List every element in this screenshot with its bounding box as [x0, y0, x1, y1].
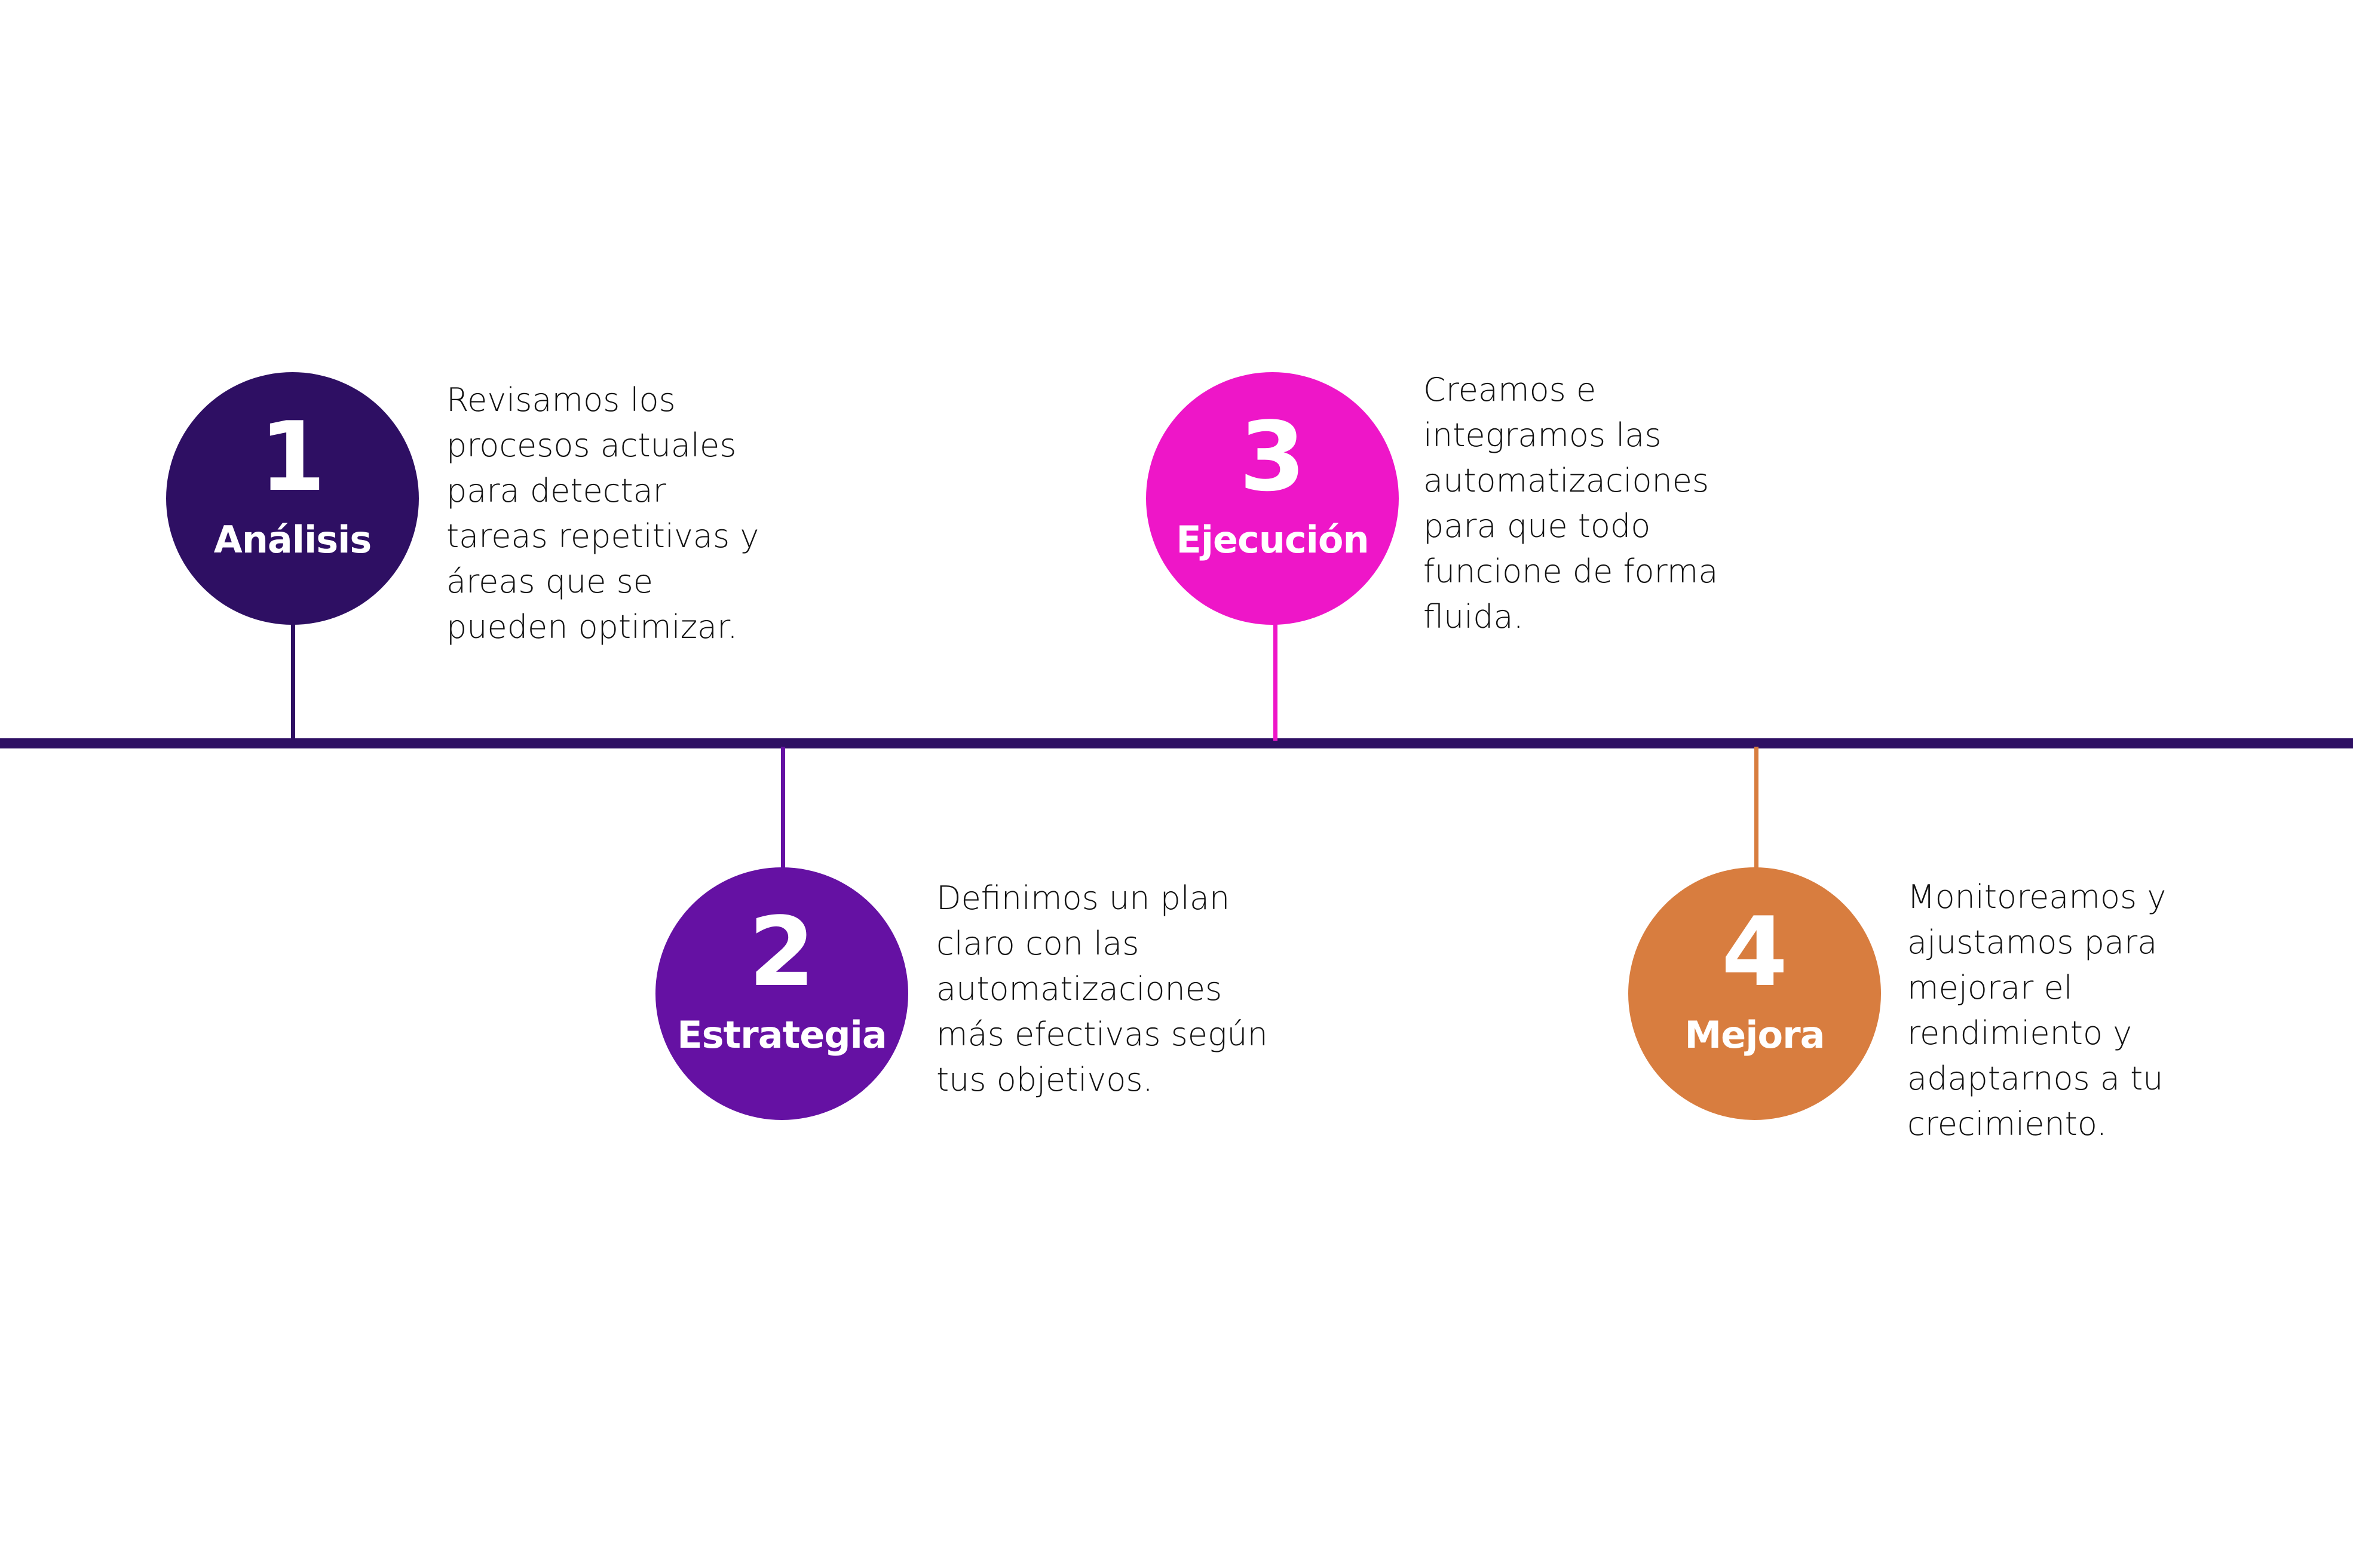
- step-4-description: Monitoreamos y ajustamos para mejorar el…: [1907, 878, 2167, 1143]
- step-2-connector: [781, 747, 785, 869]
- step-3-number: 3: [1239, 401, 1306, 513]
- step-3-description: Creamos e integramos las automatizacione…: [1423, 371, 1718, 636]
- step-2-circle: 2 Estrategia: [655, 867, 908, 1120]
- step-4-connector: [1754, 747, 1758, 869]
- step-1-description: Revisamos los procesos actuales para det…: [446, 381, 759, 646]
- step-2-description: Definimos un plan claro con las automati…: [936, 879, 1268, 1098]
- timeline-line: [0, 738, 2353, 748]
- step-4-title: Mejora: [1684, 1013, 1825, 1057]
- step-1-title: Análisis: [213, 518, 372, 561]
- step-3-connector: [1273, 621, 1277, 741]
- step-1-connector: [291, 621, 295, 741]
- step-2-title: Estrategia: [677, 1013, 887, 1057]
- step-4-circle: 4 Mejora: [1628, 867, 1881, 1120]
- step-2-number: 2: [748, 896, 816, 1008]
- step-3-title: Ejecución: [1176, 518, 1369, 561]
- step-1-circle: 1 Análisis: [166, 372, 419, 625]
- step-1-number: 1: [259, 401, 326, 513]
- step-3-circle: 3 Ejecución: [1146, 372, 1399, 625]
- step-4-number: 4: [1721, 896, 1788, 1008]
